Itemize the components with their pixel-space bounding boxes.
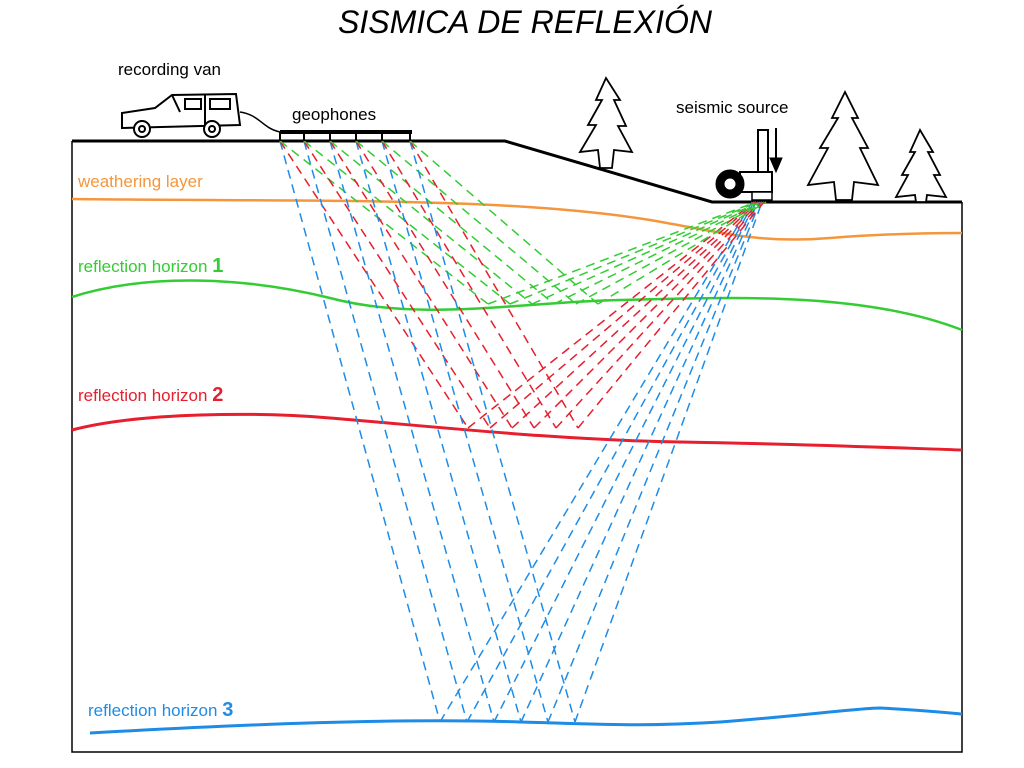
ray-path-horizon-1 xyxy=(329,140,533,305)
section-frame xyxy=(71,141,963,753)
reflection-horizon-3-line xyxy=(89,706,963,735)
weathering-layer-line xyxy=(71,197,963,241)
ray-path-horizon-1 xyxy=(575,201,765,305)
recording-van-label: recording van xyxy=(118,60,221,79)
ray-path-horizon-3 xyxy=(574,201,763,723)
reflection-horizon-2-text: reflection horizon xyxy=(78,386,207,405)
tree-icon xyxy=(894,128,948,203)
reflection-horizon-1-text: reflection horizon xyxy=(78,257,207,276)
ray-path-horizon-3 xyxy=(303,140,468,723)
reflection-horizon-2-number: 2 xyxy=(212,384,223,406)
reflection-horizon-2-label: reflection horizon 2 xyxy=(78,384,223,406)
seismic-source-label: seismic source xyxy=(676,98,788,117)
ray-path-horizon-2 xyxy=(511,201,759,429)
tree-icon xyxy=(806,89,880,201)
ray-path-horizon-3 xyxy=(329,140,495,723)
reflection-horizon-1-label: reflection horizon 1 xyxy=(78,255,223,277)
ray-path-horizon-2 xyxy=(355,140,535,429)
ray-path-horizon-1 xyxy=(303,140,511,305)
reflection-horizon-2-line xyxy=(71,412,963,452)
ray-path-horizon-3 xyxy=(409,140,576,723)
ray-path-horizon-1 xyxy=(409,140,599,305)
ray-path-horizon-3 xyxy=(439,201,753,723)
ray-path-horizon-1 xyxy=(597,201,767,305)
ray-path-horizon-2 xyxy=(409,140,579,429)
reflection-horizon-1-number: 1 xyxy=(212,255,223,277)
ray-path-horizon-3 xyxy=(381,140,549,723)
ray-path-horizon-2 xyxy=(279,140,469,429)
down-arrow-icon xyxy=(769,128,783,174)
ray-path-horizon-1 xyxy=(355,140,555,305)
ray-path-horizon-2 xyxy=(577,201,765,429)
reflection-horizon-3-number: 3 xyxy=(222,699,233,721)
ray-path-horizon-3 xyxy=(520,201,759,723)
ray-path-horizon-3 xyxy=(493,201,757,723)
recording-van-icon xyxy=(121,92,281,138)
ray-path-horizon-3 xyxy=(279,140,441,723)
ray-path-horizon-1 xyxy=(487,201,757,305)
reflection-horizon-3-text: reflection horizon xyxy=(88,701,217,720)
ray-path-horizon-3 xyxy=(466,201,755,723)
weathering-layer-label: weathering layer xyxy=(77,172,203,191)
tree-icon xyxy=(578,76,634,169)
ray-path-horizon-1 xyxy=(531,201,761,305)
ray-path-horizon-2 xyxy=(533,201,761,429)
ray-path-horizon-1 xyxy=(279,140,489,305)
ray-path-horizon-2 xyxy=(329,140,513,429)
reflection-horizon-1-line xyxy=(71,279,963,332)
geophone-array-icon xyxy=(279,130,412,141)
ray-paths xyxy=(279,140,767,723)
ray-path-horizon-2 xyxy=(467,201,755,429)
ray-path-horizon-1 xyxy=(553,201,763,305)
ray-path-horizon-2 xyxy=(303,140,491,429)
seismic-source-truck-icon xyxy=(715,129,773,201)
ray-path-horizon-3 xyxy=(355,140,522,723)
ground-surface xyxy=(72,139,962,204)
page-title: SISMICA DE REFLEXIÓN xyxy=(338,4,712,40)
ray-path-horizon-2 xyxy=(555,201,763,429)
geophones-label: geophones xyxy=(292,105,376,124)
ray-path-horizon-2 xyxy=(381,140,557,429)
ray-path-horizon-1 xyxy=(381,140,577,305)
ray-path-horizon-2 xyxy=(489,201,757,429)
ray-path-horizon-3 xyxy=(547,201,761,723)
reflection-horizon-3-label: reflection horizon 3 xyxy=(88,699,233,721)
